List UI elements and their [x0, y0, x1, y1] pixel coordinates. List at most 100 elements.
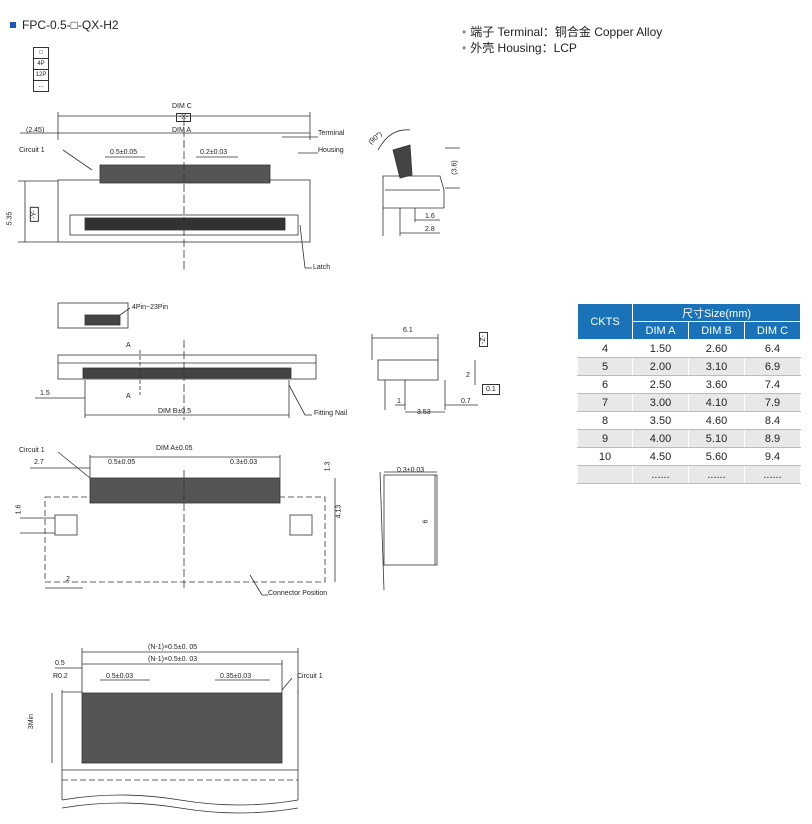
size-header: 尺寸Size(mm)	[632, 303, 801, 322]
table-cell: 3.60	[688, 375, 745, 394]
dim-label: 0.3±0.03	[397, 467, 425, 474]
terminal-material: 端子 Terminal：铜合金 Copper Alloy	[470, 25, 663, 39]
pitch-label: 0.2±0.03	[200, 149, 228, 156]
dim-a-label: DIM A	[172, 127, 192, 134]
pin-box-cell: ...	[33, 80, 49, 92]
table-cell: 4	[577, 339, 633, 358]
height-label: 5.35	[6, 211, 14, 226]
pin-range-label: 4Pin~23Pin	[132, 304, 169, 311]
pitch-label: 0.35±0.03	[220, 673, 252, 680]
table-cell: 2.00	[632, 357, 689, 376]
dim-c-header: DIM C	[744, 321, 801, 340]
table-cell: ......	[632, 465, 689, 484]
side-view-2	[371, 334, 478, 413]
table-cell: 4.10	[688, 393, 745, 412]
table-cell: 4.00	[632, 429, 689, 448]
dim-label: 2	[466, 372, 470, 379]
table-cell: 7.9	[744, 393, 801, 412]
table-cell: 5.60	[688, 447, 745, 466]
section-label: A	[126, 342, 131, 349]
dim-label: 2	[66, 576, 70, 583]
side-view-profile	[377, 129, 460, 236]
table-cell: 6	[577, 375, 633, 394]
table-cell: 5.10	[688, 429, 745, 448]
table-cell: ......	[688, 465, 745, 484]
table-cell: 4.50	[632, 447, 689, 466]
table-row: ..................	[577, 465, 801, 484]
y-datum: -Y-	[29, 207, 39, 222]
table-cell: 8	[577, 411, 633, 430]
dim-a-header: DIM A	[632, 321, 689, 340]
circuit1-label: Circuit 1	[297, 673, 323, 680]
table-cell: 10	[577, 447, 633, 466]
materials: •端子 Terminal：铜合金 Copper Alloy •外壳 Housin…	[462, 24, 662, 56]
offset-label: (2.45)	[26, 127, 45, 134]
table-cell: 6.4	[744, 339, 801, 358]
table-cell: 3.10	[688, 357, 745, 376]
table-cell: 2.50	[632, 375, 689, 394]
table-cell: 6.9	[744, 357, 801, 376]
z-datum: -Z-	[478, 332, 488, 347]
table-cell: 7.4	[744, 375, 801, 394]
pitch-label: 0.3±0.03	[230, 459, 258, 466]
table-cell: 1.50	[632, 339, 689, 358]
dim-c-label: DIM C	[172, 103, 192, 110]
dim-label: (3.6)	[451, 160, 459, 175]
radius-label: R0.2	[53, 673, 68, 680]
section-label: A	[126, 393, 131, 400]
fitting-nail-label: Fitting Nail	[314, 410, 348, 417]
dim-label: 1.6	[15, 504, 23, 515]
footprint-view	[20, 451, 336, 596]
dim-label: 4.13	[335, 504, 343, 519]
dim-label: 3.53	[417, 409, 431, 416]
latch-label: Latch	[313, 264, 331, 271]
side-view-3	[379, 471, 438, 591]
table-cell: 3.50	[632, 411, 689, 430]
table-cell: 2.60	[688, 339, 745, 358]
table-cell: 5	[577, 357, 633, 376]
pin-count-box: □ 4P 12P ...	[33, 47, 49, 92]
dim-label: 2.8	[425, 226, 435, 233]
ckts-header: CKTS	[577, 303, 633, 340]
pitch-label: 0.5±0.05	[110, 149, 138, 156]
dim-label: 1.3	[324, 461, 332, 472]
front-view	[35, 302, 317, 420]
dim-a-label: DIM A±0.05	[156, 445, 193, 452]
circuit1-label: Circuit 1	[19, 147, 45, 154]
housing-material: 外壳 Housing：LCP	[470, 41, 577, 55]
part-number: FPC-0.5-□-QX-H2	[22, 18, 119, 32]
circuit1-label: Circuit 1	[19, 447, 45, 454]
dim-b-label: DIM B±0.5	[158, 408, 192, 415]
dim-label: 1.6	[425, 213, 435, 220]
x-datum: -X-	[176, 113, 192, 122]
table-cell: 8.4	[744, 411, 801, 430]
connector-position-label: Connector Position	[268, 590, 328, 597]
top-view	[18, 112, 318, 270]
dim-label: 6	[422, 519, 430, 524]
dim-label: (N-1)×0.5±0. 05	[148, 644, 198, 651]
dim-label: 2.7	[34, 459, 44, 466]
part-number-title: FPC-0.5-□-QX-H2	[10, 18, 119, 32]
min-label: 3Min	[28, 713, 36, 730]
dot-icon: •	[462, 25, 467, 39]
dim-label: 1	[397, 398, 401, 405]
table-cell: 4.60	[688, 411, 745, 430]
dim-label: 0.5	[55, 660, 65, 667]
dim-label: (N-1)×0.5±0. 03	[148, 656, 198, 663]
flatness-label: 0.1	[482, 384, 500, 395]
table-cell: 9.4	[744, 447, 801, 466]
pitch-label: 0.5±0.03	[106, 673, 134, 680]
dim-label: 6.1	[403, 327, 413, 334]
dim-label: 0.7	[461, 398, 471, 405]
table-cell: ......	[744, 465, 801, 484]
dot-icon: •	[462, 41, 467, 55]
